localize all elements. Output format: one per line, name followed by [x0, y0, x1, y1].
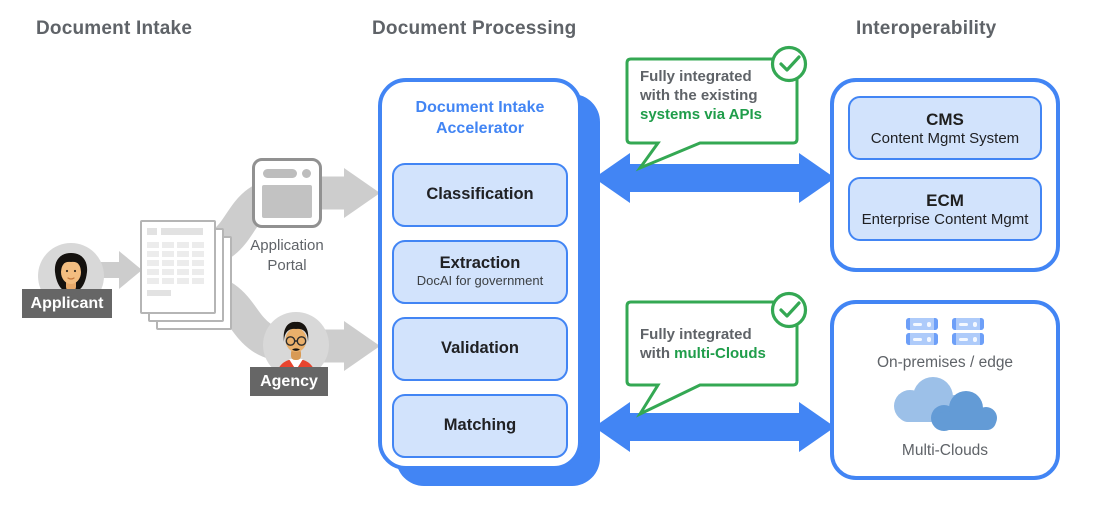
header-document-processing: Document Processing: [372, 18, 577, 39]
step-title: Validation: [441, 339, 519, 358]
step-subtitle: DocAI for government: [416, 272, 544, 288]
clouds-icon: [894, 377, 997, 431]
step-validation: Validation: [392, 316, 568, 381]
callout-line: Fully integrated: [640, 326, 752, 343]
ecm-box: ECM Enterprise Content Mgmt: [848, 177, 1042, 241]
callout-prefix: with: [640, 345, 675, 362]
cms-subtitle: Content Mgmt System: [870, 129, 1020, 147]
arrowhead-upper: [344, 168, 380, 218]
step-title: Classification: [426, 185, 534, 204]
arrow-applicant-to-docs: [100, 251, 142, 289]
check-circle-icon: [770, 291, 808, 329]
step-matching: Matching: [392, 393, 568, 458]
step-title: Extraction: [439, 253, 521, 272]
check-icon: [779, 301, 801, 318]
interop-clouds-container: On-premises / edge Multi-Clouds: [830, 300, 1060, 480]
double-arrow-apis: [594, 153, 835, 203]
document-intake-accelerator-container: Document Intake Accelerator Classificati…: [378, 78, 582, 470]
ecm-title: ECM: [926, 190, 964, 210]
callout-clouds-text: Fully integrated with multi-Clouds: [640, 325, 766, 363]
header-interoperability: Interoperability: [856, 18, 997, 39]
callout-line: with the existing: [640, 87, 758, 104]
browser-addressbar: [263, 169, 297, 178]
callout-highlight: multi-Clouds: [674, 345, 766, 362]
step-classification: Classification: [392, 162, 568, 227]
applicant-label: Applicant: [22, 289, 112, 318]
server-rack-icons: [834, 318, 1056, 345]
document-page: [140, 220, 216, 314]
callout-highlight: systems via APIs: [640, 106, 763, 123]
container-title: Document Intake Accelerator: [415, 99, 545, 137]
document-stack-icon: [140, 220, 240, 332]
step-extraction: Extraction DocAI for government: [392, 239, 568, 304]
application-portal-label: Application Portal: [250, 237, 324, 274]
callout-apis-text: Fully integrated with the existing syste…: [640, 67, 762, 124]
interop-systems-container: CMS Content Mgmt System ECM Enterprise C…: [830, 78, 1060, 272]
check-icon: [779, 55, 801, 72]
agency-label: Agency: [250, 367, 328, 396]
browser-dot: [302, 169, 311, 178]
header-document-intake: Document Intake: [36, 18, 193, 39]
check-circle-icon: [770, 45, 808, 83]
server-stack-icon: [906, 318, 938, 345]
onprem-label: On-premises / edge: [876, 354, 1014, 371]
arrowhead-lower: [344, 321, 380, 371]
ecm-subtitle: Enterprise Content Mgmt: [861, 210, 1029, 228]
step-title: Matching: [443, 416, 517, 435]
callout-line: with multi-Clouds: [640, 344, 766, 363]
cms-title: CMS: [926, 109, 964, 129]
multicloud-label: Multi-Clouds: [901, 442, 989, 459]
callout-line: Fully integrated: [640, 68, 752, 85]
browser-window-icon: [252, 158, 322, 228]
double-arrow-clouds: [594, 402, 835, 452]
cms-box: CMS Content Mgmt System: [848, 96, 1042, 160]
server-stack-icon: [952, 318, 984, 345]
browser-content: [262, 185, 312, 218]
